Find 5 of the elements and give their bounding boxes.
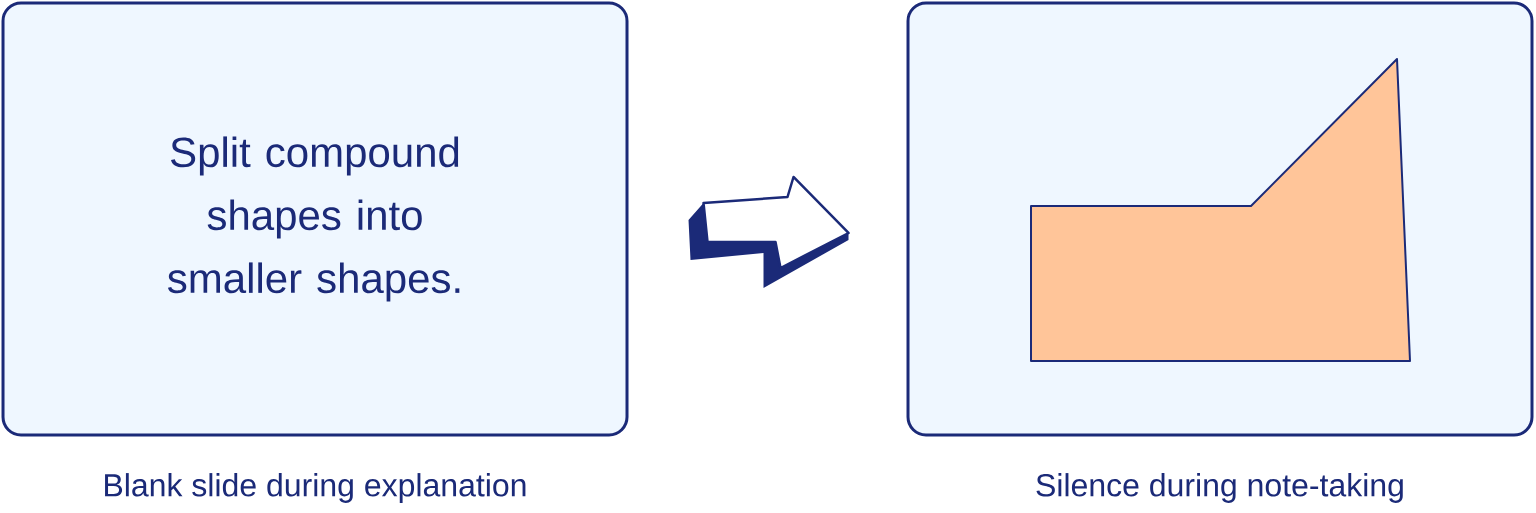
slide-box: Split compound shapes into smaller shapes. bbox=[1, 1, 629, 437]
node-label: Silence during note-taking bbox=[1036, 473, 1403, 503]
block-arrow bbox=[688, 175, 850, 288]
compound-shape bbox=[1030, 58, 1411, 362]
node-label: Blank slide during explanation bbox=[105, 473, 526, 503]
